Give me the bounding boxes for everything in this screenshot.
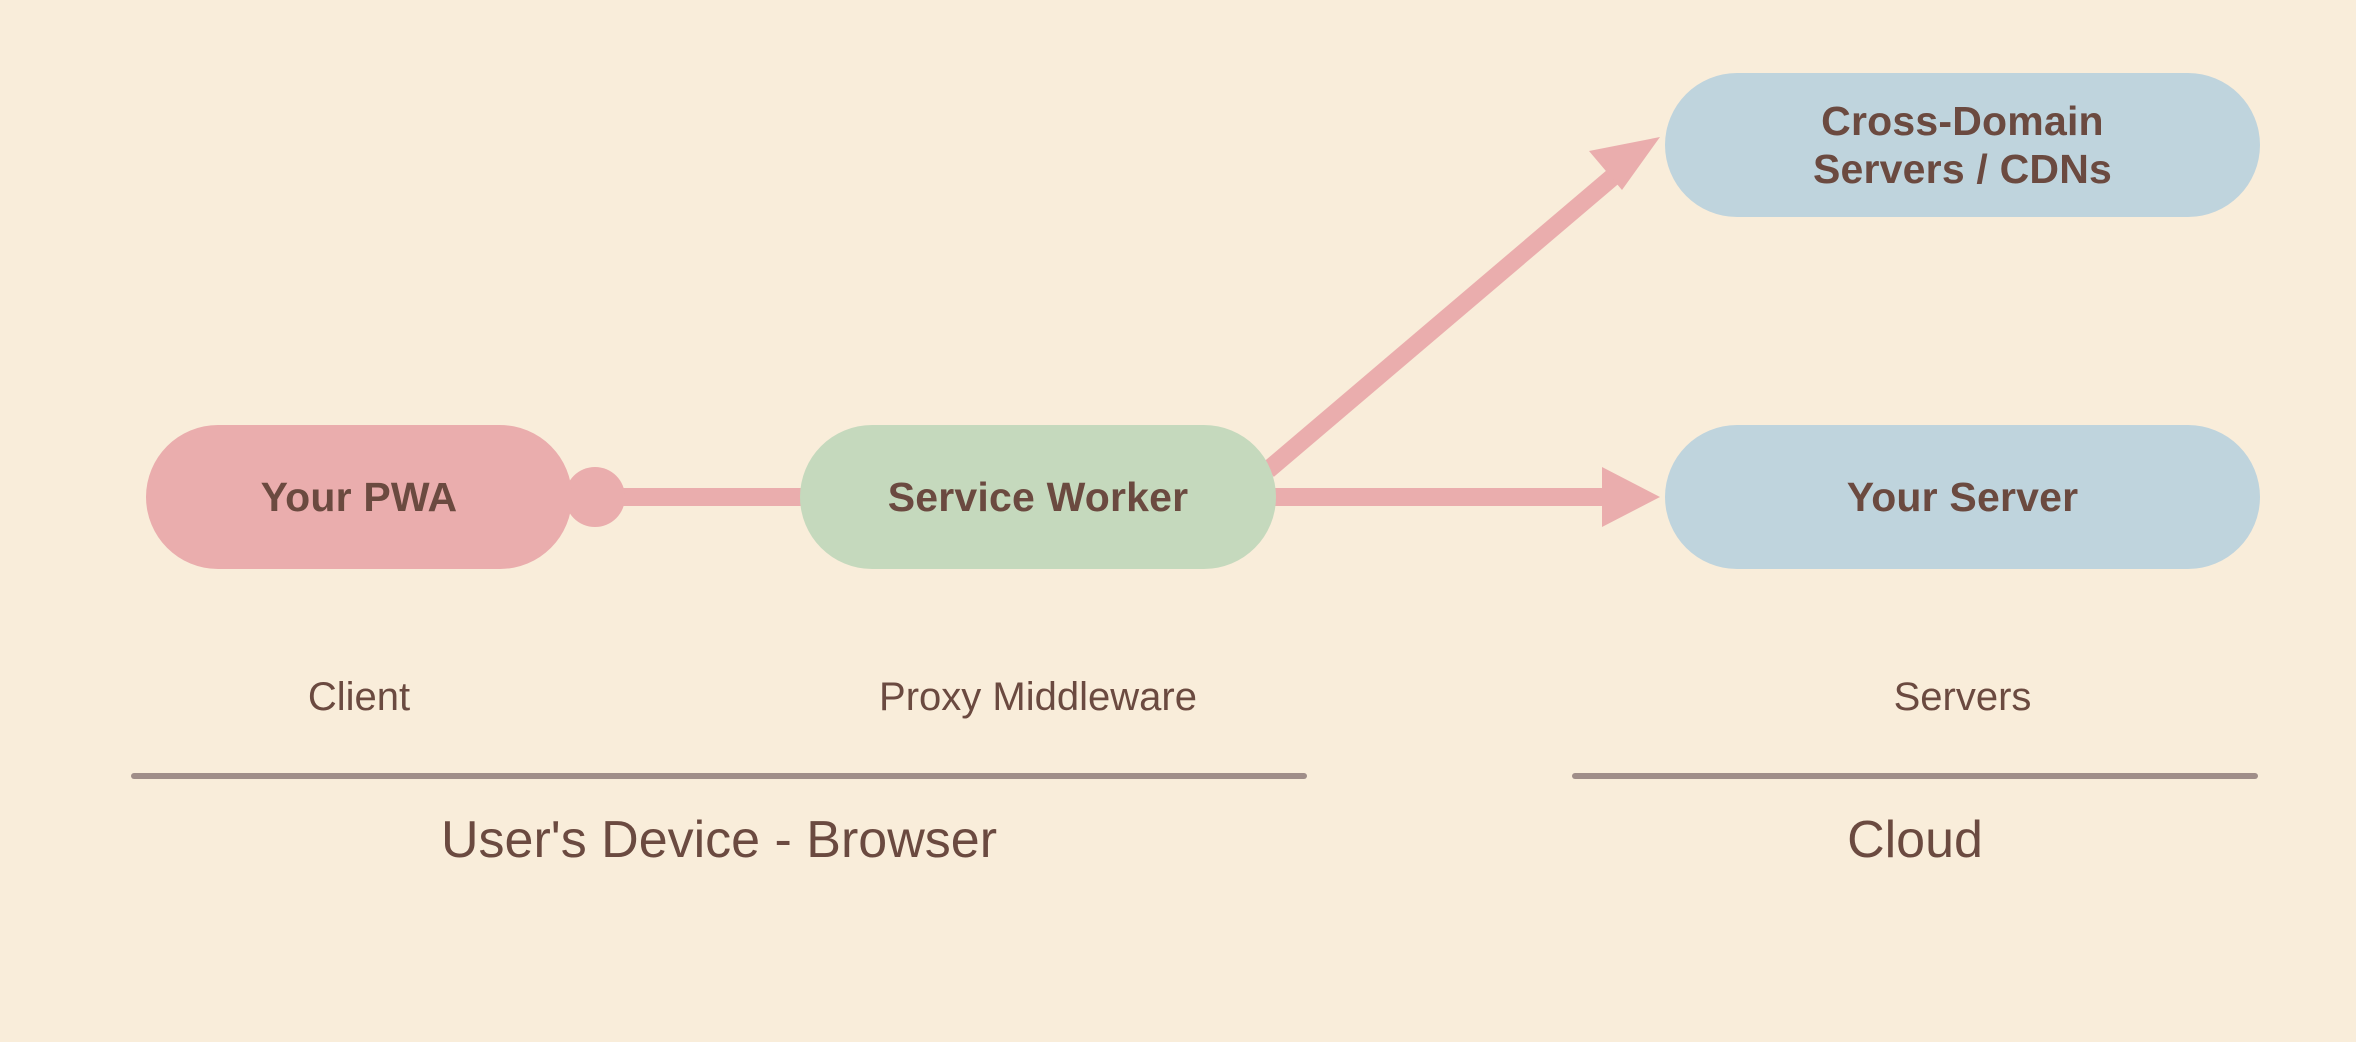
zone-divider-right	[1572, 773, 2258, 779]
connector-service-worker-to-cross-domain	[1262, 137, 1660, 477]
zone-divider-left	[131, 773, 1307, 779]
zone-caption-cloud: Cloud	[1847, 811, 1983, 869]
node-your-pwa-label: Your PWA	[260, 473, 458, 520]
zone-label-servers: Servers	[1893, 675, 2032, 719]
node-service-worker[interactable]: Service Worker	[800, 425, 1276, 569]
arrowhead-cdn-icon	[1589, 137, 1660, 190]
node-cross-domain-label-line1: Cross-Domain	[1821, 97, 2104, 144]
connector-dot-pwa	[565, 467, 625, 527]
node-your-server[interactable]: Your Server	[1665, 425, 2260, 569]
zone-label-client: Client	[307, 675, 411, 719]
connector-service-worker-to-your-server	[1268, 467, 1660, 527]
node-your-pwa[interactable]: Your PWA	[146, 425, 572, 569]
node-cross-domain-label-wrap: Cross-Domain Servers / CDNs	[1813, 97, 2112, 194]
arrowhead-server-icon	[1602, 467, 1660, 527]
node-cross-domain-servers[interactable]: Cross-Domain Servers / CDNs	[1665, 73, 2260, 217]
connector-pwa-to-service-worker	[565, 467, 806, 527]
node-cross-domain-label-line2: Servers / CDNs	[1812, 146, 2113, 192]
zone-label-proxy-middleware: Proxy Middleware	[879, 675, 1197, 719]
node-service-worker-label: Service Worker	[887, 473, 1189, 520]
connector-line-sw-cdn	[1262, 168, 1621, 477]
node-your-server-label: Your Server	[1846, 473, 2079, 520]
zone-caption-browser: User's Device - Browser	[440, 811, 998, 869]
